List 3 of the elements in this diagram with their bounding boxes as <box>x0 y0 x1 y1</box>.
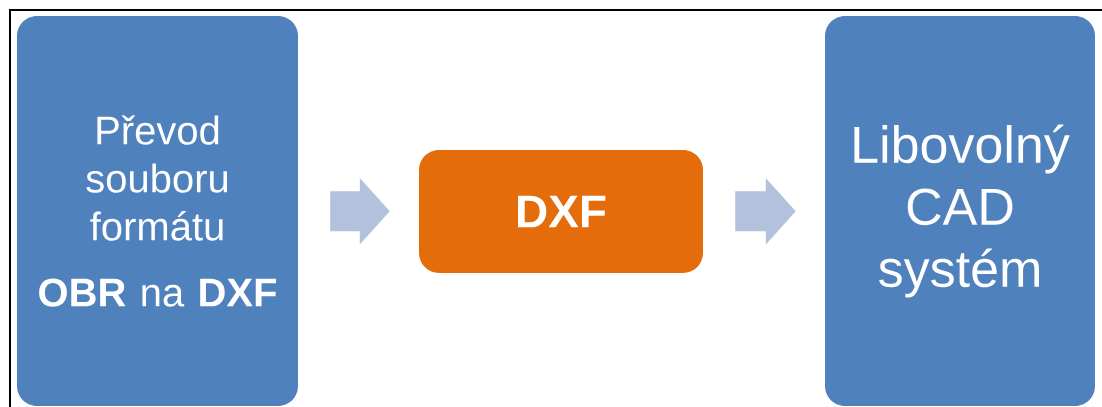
format-box: DXF <box>419 150 703 273</box>
process-box: Převod souboru formátu OBR na DXF <box>17 16 298 406</box>
process-box: Libovolný CAD systém <box>825 16 1095 406</box>
